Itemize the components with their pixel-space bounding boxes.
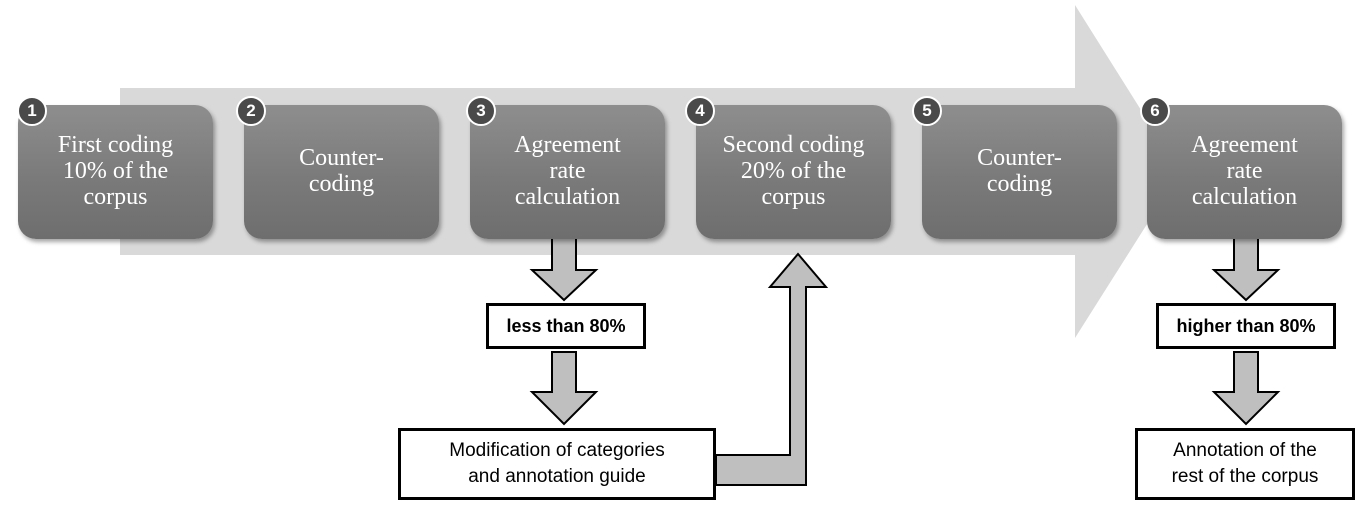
step-2-label: Counter- coding	[299, 145, 384, 197]
step-6-number-badge: 6	[1140, 96, 1170, 126]
high-threshold-box: higher than 80%	[1156, 303, 1336, 349]
step-4-box: Second coding 20% of the corpus	[696, 105, 891, 239]
up-arrow-modification-to-step4	[715, 252, 829, 486]
step-5-number-badge: 5	[912, 96, 942, 126]
modification-box: Modification of categories and annotatio…	[398, 428, 716, 500]
step-2-number-badge: 2	[236, 96, 266, 126]
step-3-box: Agreement rate calculation	[470, 105, 665, 239]
step-4-number-badge: 4	[685, 96, 715, 126]
step-2-box: Counter- coding	[244, 105, 439, 239]
step-6-box: Agreement rate calculation	[1147, 105, 1342, 239]
step-1-box: First coding 10% of the corpus	[18, 105, 213, 239]
down-arrow-low-to-modification	[529, 351, 599, 426]
step-6-label: Agreement rate calculation	[1191, 132, 1298, 210]
step-5-box: Counter- coding	[922, 105, 1117, 239]
down-arrow-high-to-annotation	[1211, 351, 1281, 426]
low-threshold-box: less than 80%	[486, 303, 646, 349]
step-4-label: Second coding 20% of the corpus	[722, 132, 865, 210]
step-3-number-badge: 3	[466, 96, 496, 126]
step-1-number-badge: 1	[17, 96, 47, 126]
annotation-box: Annotation of the rest of the corpus	[1135, 428, 1355, 500]
step-3-label: Agreement rate calculation	[514, 132, 621, 210]
step-1-label: First coding 10% of the corpus	[57, 132, 174, 210]
step-5-label: Counter- coding	[977, 145, 1062, 197]
